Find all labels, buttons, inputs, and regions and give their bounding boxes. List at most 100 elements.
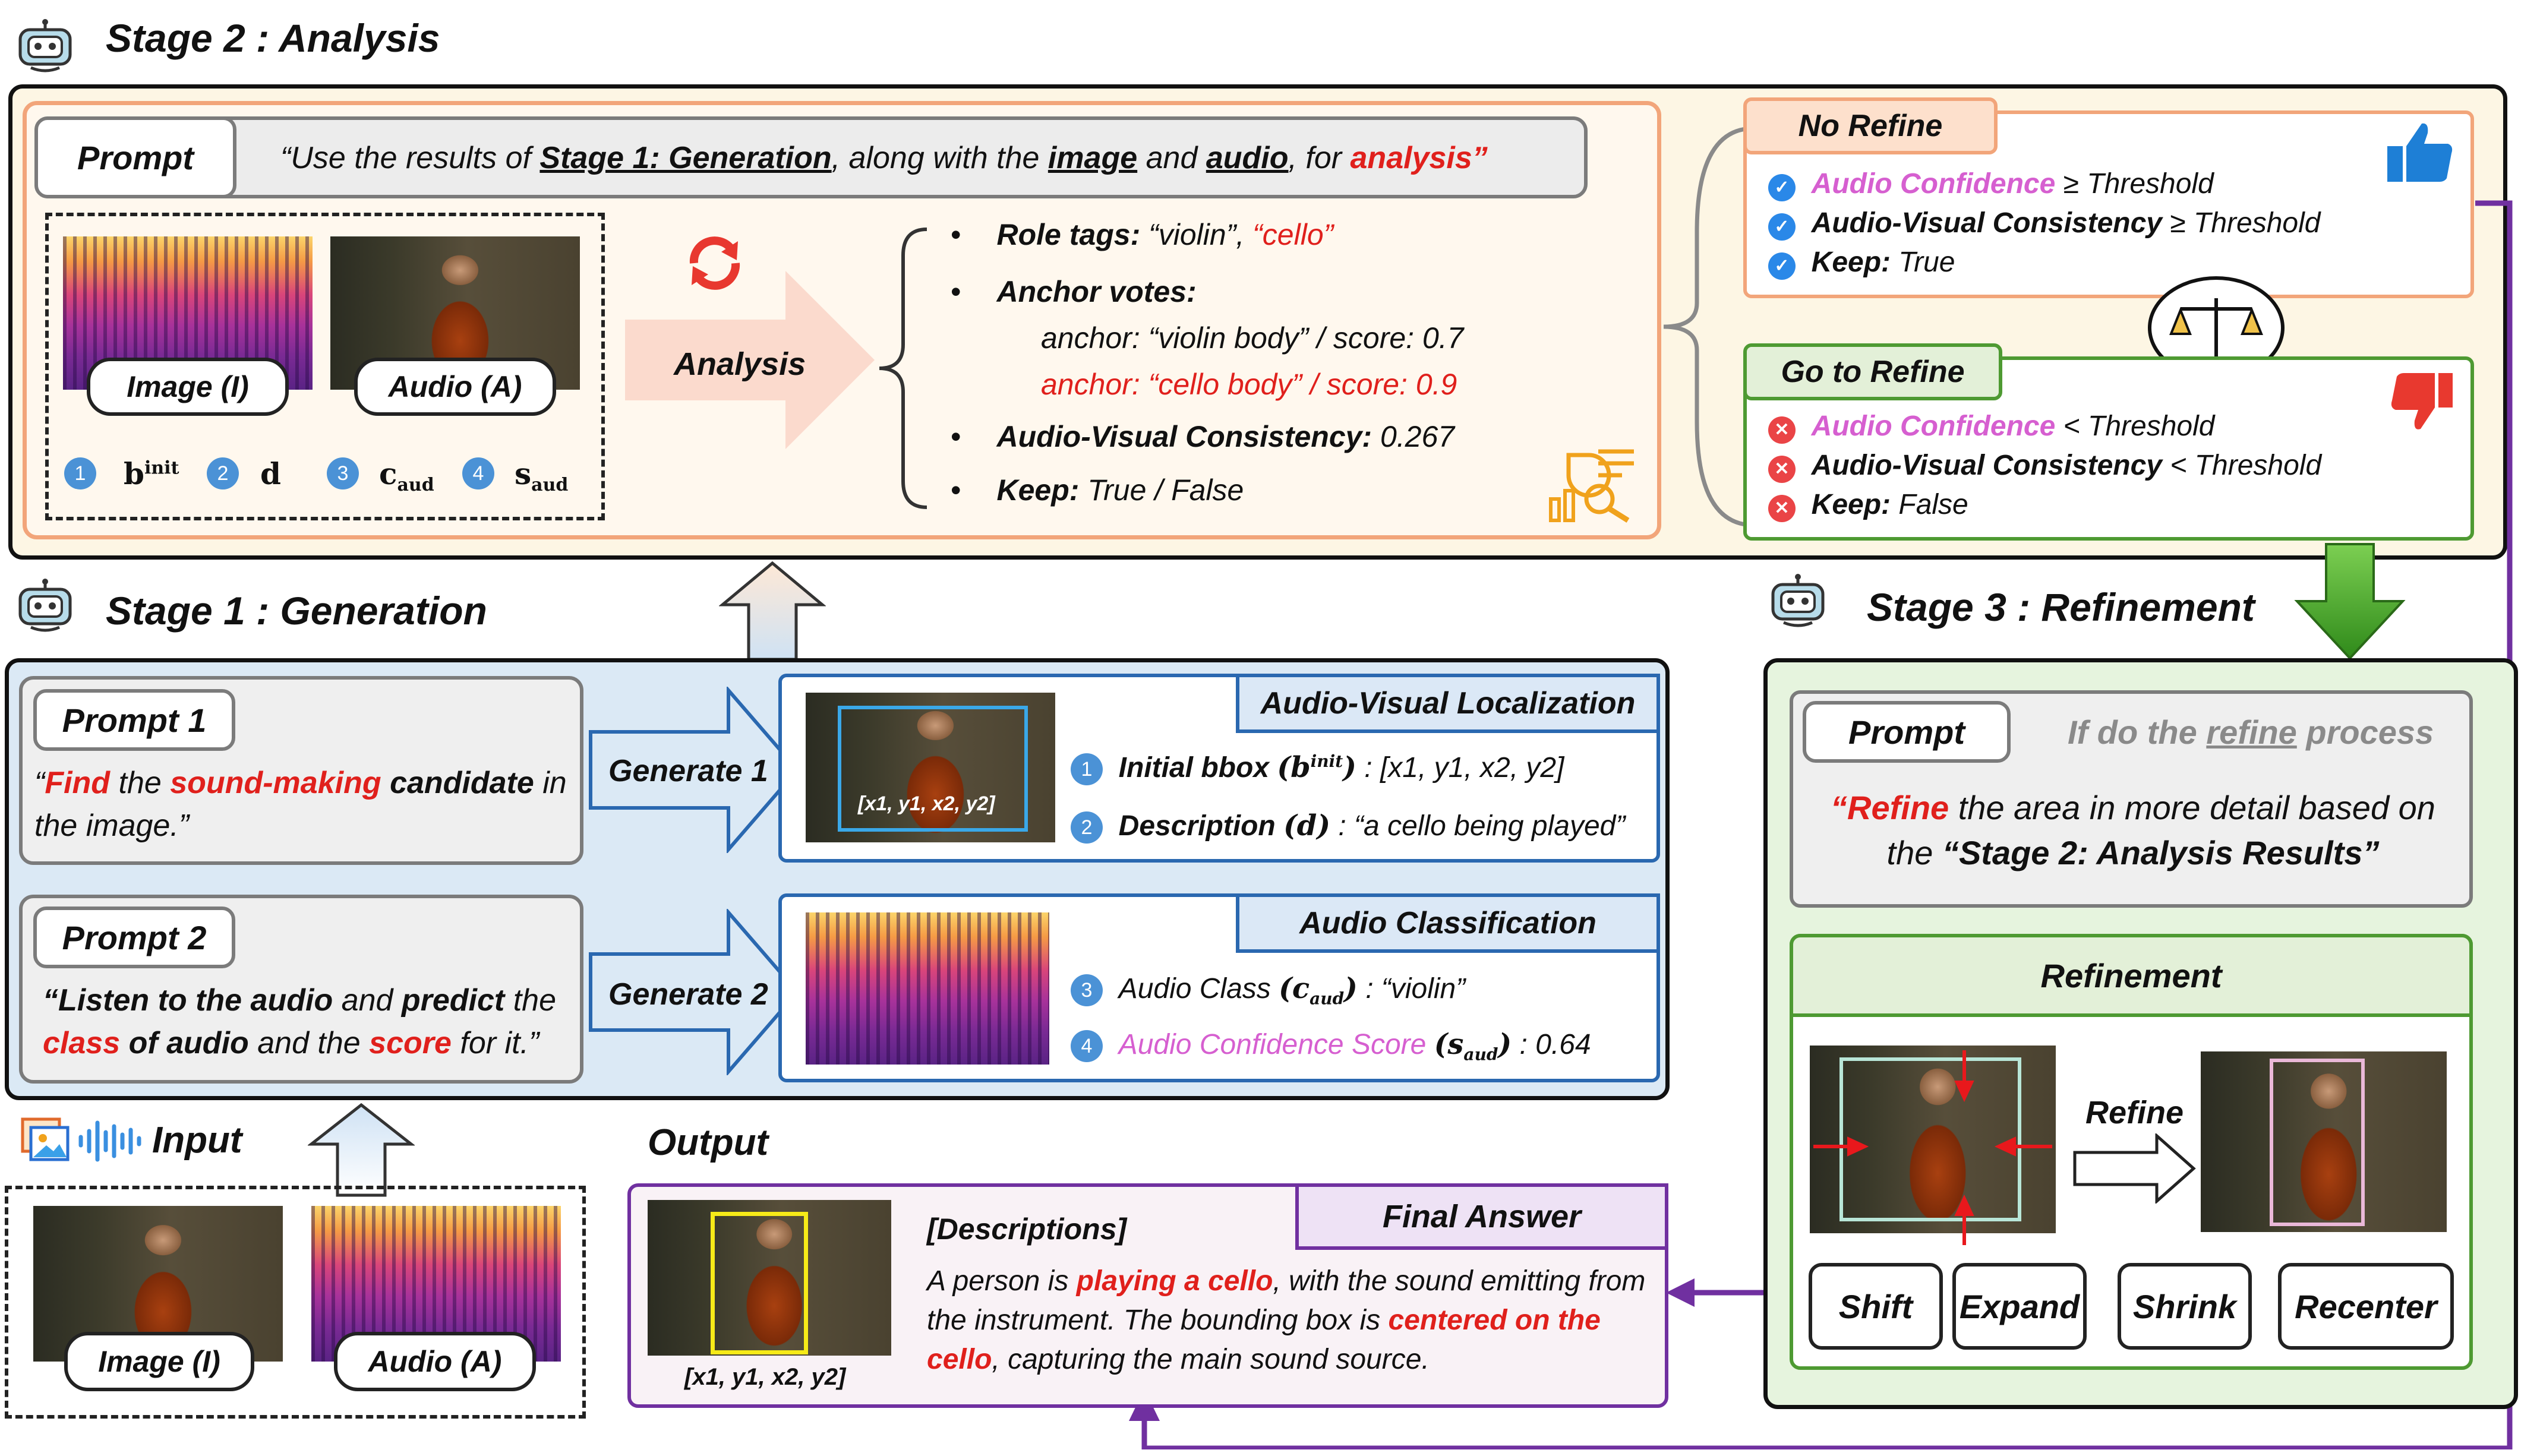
stage2-title: Stage 2 : Analysis bbox=[106, 16, 440, 60]
avl-title: Audio-Visual Localization bbox=[1236, 674, 1660, 733]
generate1-label: Generate 1 bbox=[608, 754, 768, 788]
number-badge-2: 2 bbox=[207, 457, 239, 489]
var-c: c bbox=[379, 456, 397, 491]
text-segment: the bbox=[504, 983, 556, 1018]
role-tag-cello: “cello” bbox=[1252, 218, 1334, 251]
stage3-title: Stage 3 : Refinement bbox=[1867, 585, 2255, 629]
no-refine-rest-3: True bbox=[1891, 247, 1955, 278]
stage2-var-list: 1 binit 2 d 3 caud 4 saud bbox=[64, 451, 599, 505]
text-segment: playing a cello bbox=[1076, 1265, 1273, 1297]
refine-arrow bbox=[2072, 1132, 2196, 1205]
refine-after-photo bbox=[2201, 1051, 2447, 1232]
shift-button[interactable]: Shift bbox=[1809, 1263, 1943, 1350]
text-segment: and bbox=[1137, 141, 1206, 175]
text-segment: the area in more detail based on the bbox=[1886, 789, 2435, 871]
go-refine-row-3: ✕ Keep: False bbox=[1768, 488, 1968, 522]
audio-class-key: Audio Class bbox=[1118, 973, 1271, 1005]
stage1-title: Stage 1 : Generation bbox=[106, 589, 487, 633]
output-cello-photo bbox=[648, 1200, 891, 1356]
output-bbox-label: [x1, y1, x2, y2] bbox=[684, 1364, 846, 1390]
text-segment: audio bbox=[1206, 141, 1289, 175]
no-refine-key-3: Keep: bbox=[1811, 247, 1891, 278]
input-audio-caption: Audio (A) bbox=[334, 1332, 536, 1391]
var-s: s bbox=[515, 456, 532, 491]
text-segment: the bbox=[110, 766, 171, 800]
decision-bracket bbox=[1661, 125, 1756, 529]
descriptions-text: A person is playing a cello, with the so… bbox=[927, 1262, 1652, 1379]
no-refine-row-3: ✓ Keep: True bbox=[1768, 246, 1955, 280]
text-segment: , capturing the main sound source. bbox=[992, 1344, 1430, 1375]
text-segment: sound-making bbox=[170, 766, 381, 800]
initial-bbox-value: : [x1, y1, x2, y2] bbox=[1356, 752, 1564, 784]
bullet-av-consistency: •Audio-Visual Consistency: 0.267 bbox=[951, 420, 1455, 453]
stage1-header: Stage 1 : Generation bbox=[11, 574, 545, 639]
text-segment: , for bbox=[1288, 141, 1351, 175]
stage3-header: Stage 3 : Refinement bbox=[1763, 569, 2358, 634]
var-b: b bbox=[124, 456, 144, 491]
down-arrow-stage2-to-stage3 bbox=[2293, 542, 2406, 661]
text-segment: , with the sound emitting from the instr… bbox=[927, 1265, 1646, 1336]
anchor-votes-key: Anchor votes: bbox=[996, 275, 1197, 308]
go-refine-row-1: ✕ Audio Confidence < Threshold bbox=[1768, 410, 2214, 444]
refresh-icon bbox=[682, 230, 747, 296]
image-icon bbox=[20, 1117, 74, 1164]
refine-red-arrows bbox=[1810, 1046, 2056, 1247]
var-s-sub: aud bbox=[531, 475, 569, 495]
text-segment: Find bbox=[45, 766, 111, 800]
anchor-vote-cello: anchor: “cello body” / score: 0.9 bbox=[1041, 368, 1457, 401]
no-refine-row-1: ✓ Audio Confidence ≥ Threshold bbox=[1768, 168, 2214, 201]
no-refine-key-2: Audio-Visual Consistency bbox=[1811, 207, 2162, 239]
avl-cello-photo bbox=[806, 693, 1055, 842]
role-tag-violin: “violin”, bbox=[1140, 218, 1253, 251]
stage3-prompt-hint: If do the refine process bbox=[2068, 713, 2434, 751]
audio-class-item-3: 3 Audio Class (caud) : “violin” bbox=[1071, 972, 1465, 1009]
thumbs-down-icon bbox=[2388, 371, 2455, 434]
go-refine-tag: Go to Refine bbox=[1743, 343, 2002, 400]
output-bbox bbox=[711, 1212, 808, 1354]
refinement-title: Refinement bbox=[1790, 934, 2473, 1017]
text-segment: class bbox=[43, 1026, 121, 1060]
prompt1-label: Prompt 1 bbox=[33, 689, 235, 751]
text-segment: If do the bbox=[2068, 713, 2207, 751]
final-answer-tag: Final Answer bbox=[1295, 1183, 1668, 1250]
stage2-image-caption: Image (I) bbox=[87, 358, 289, 416]
prompt2-label: Prompt 2 bbox=[33, 907, 235, 968]
role-tags-key: Role tags: bbox=[996, 218, 1141, 251]
audio-class-spectrogram bbox=[806, 912, 1049, 1065]
close-icon: ✕ bbox=[1768, 494, 1796, 522]
go-refine-rest-1: < Threshold bbox=[2055, 410, 2215, 442]
refine-arrow-label: Refine bbox=[2085, 1095, 2184, 1130]
up-arrow-stage1-to-stage2 bbox=[718, 561, 826, 662]
avl-bbox-label: [x1, y1, x2, y2] bbox=[858, 792, 995, 815]
audio-confidence-value: : 0.64 bbox=[1512, 1029, 1591, 1060]
var-c-sub: aud bbox=[397, 475, 434, 495]
text-segment: , along with the bbox=[831, 141, 1048, 175]
text-segment: image bbox=[1047, 141, 1138, 175]
prompt1-text: “Find the sound-making candidate in the … bbox=[34, 762, 569, 847]
robot-icon bbox=[13, 19, 78, 74]
results-brace bbox=[873, 226, 933, 511]
refine-to-output-connector bbox=[1664, 1277, 1771, 1325]
avl-bbox bbox=[838, 706, 1028, 832]
check-icon: ✓ bbox=[1768, 252, 1796, 280]
input-title: Input bbox=[152, 1120, 242, 1161]
close-icon: ✕ bbox=[1768, 455, 1796, 483]
expand-button[interactable]: Expand bbox=[1952, 1263, 2087, 1350]
av-consistency-value: 0.267 bbox=[1372, 420, 1455, 453]
text-segment bbox=[381, 766, 390, 800]
shrink-button[interactable]: Shrink bbox=[2118, 1263, 2252, 1350]
description-value: : “a cello being played” bbox=[1330, 810, 1626, 842]
thumbs-up-icon bbox=[2385, 119, 2455, 184]
text-segment: refine bbox=[2206, 713, 2297, 751]
text-segment: and the bbox=[248, 1026, 370, 1060]
no-refine-box bbox=[1743, 110, 2474, 298]
number-badge-1: 1 bbox=[64, 457, 96, 489]
check-icon: ✓ bbox=[1768, 173, 1796, 201]
prompt2-text: “Listen to the audio and predict the cla… bbox=[43, 979, 572, 1065]
go-refine-rest-2: < Threshold bbox=[2162, 450, 2322, 481]
recenter-button[interactable]: Recenter bbox=[2278, 1263, 2454, 1350]
text-segment: “Stage 2: Analysis Results” bbox=[1942, 834, 2380, 871]
stage2-prompt-bar bbox=[34, 116, 1588, 198]
text-segment: process bbox=[2296, 713, 2434, 751]
stage3-prompt-label: Prompt bbox=[1803, 701, 2011, 763]
